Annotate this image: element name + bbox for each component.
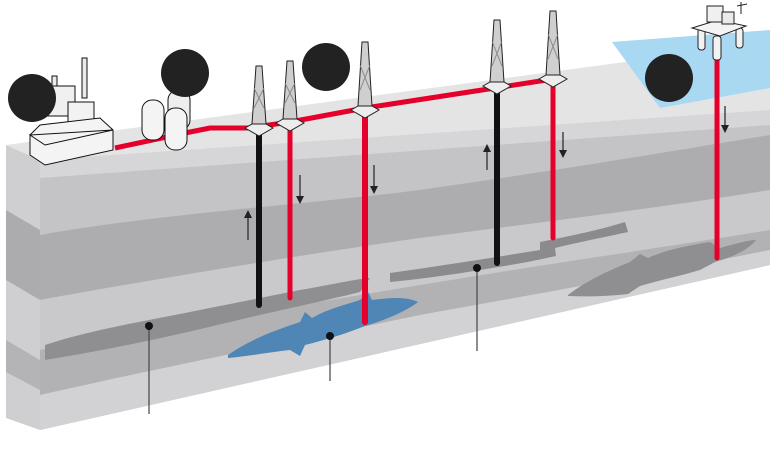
surface-top-shade: [40, 110, 770, 178]
block-side-face-band: [6, 210, 40, 300]
callout-marker-rigs[interactable]: [302, 43, 350, 91]
earth-block: [6, 30, 770, 430]
callout-marker-refinery[interactable]: [8, 74, 56, 122]
derrick-icon: [243, 65, 275, 137]
surface-top: [6, 55, 770, 160]
arrow-down-icon: [721, 106, 729, 133]
stratum-upper-dark: [40, 135, 770, 300]
pointer-water-reservoir[interactable]: [326, 332, 334, 381]
surface-pipeline: [114, 76, 554, 151]
callout-marker-tanks[interactable]: [161, 49, 209, 97]
pointer-gray-reservoir-left[interactable]: [145, 322, 153, 414]
arrow-up-icon: [483, 144, 491, 170]
callout-marker-offshore[interactable]: [645, 54, 693, 102]
derrick-icon: [349, 41, 381, 119]
callout-markers: [8, 43, 693, 122]
derrick-icon: [537, 10, 569, 88]
pointer-gray-reservoir-center[interactable]: [473, 264, 481, 351]
block-side-face-band-2: [6, 340, 40, 390]
reservoir-gray-center: [390, 222, 628, 282]
derricks: [243, 10, 569, 137]
offshore-platform-icon: [690, 2, 748, 61]
arrow-down-icon: [370, 165, 378, 194]
reservoir-gray-right: [568, 240, 756, 297]
wells: [256, 57, 720, 325]
reservoir-water: [228, 292, 418, 358]
flow-arrows: [244, 106, 729, 240]
derrick-icon: [481, 19, 513, 95]
derrick-icon: [274, 60, 306, 132]
arrow-down-icon: [559, 132, 567, 158]
arrow-up-icon: [244, 210, 252, 240]
stratum-lower-mid: [40, 230, 770, 395]
reservoir-pointers: [145, 264, 481, 414]
storage-tanks-icon: [141, 89, 191, 151]
arrow-down-icon: [296, 175, 304, 204]
